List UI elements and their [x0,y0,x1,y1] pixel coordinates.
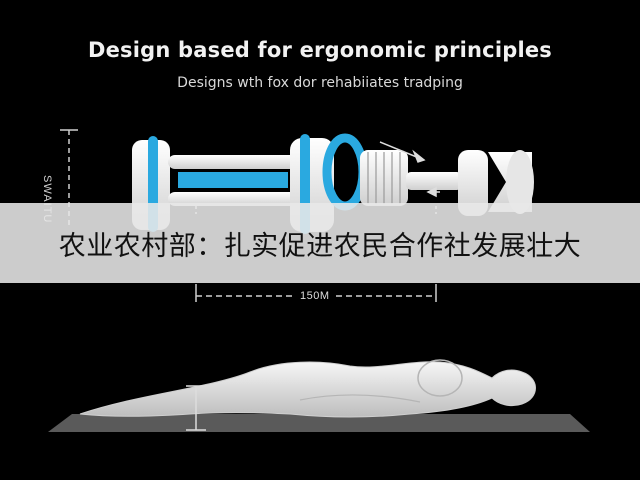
floor-mat [48,414,590,432]
page-subtitle: Designs wth fox dor rehabiiates tradping [177,75,463,91]
motion-arrow-icon [379,141,440,198]
headline-banner: 农业农村部：扎实促进农民合作社发展壮大 [0,203,640,283]
page-title: Design based for ergonomic principles [87,38,553,62]
banner-text: 农业农村部：扎实促进农民合作社发展壮大 [58,230,582,262]
horizontal-dimension-label: 150M [296,290,334,302]
reclining-body [79,359,536,418]
body-height-marker [186,385,206,431]
